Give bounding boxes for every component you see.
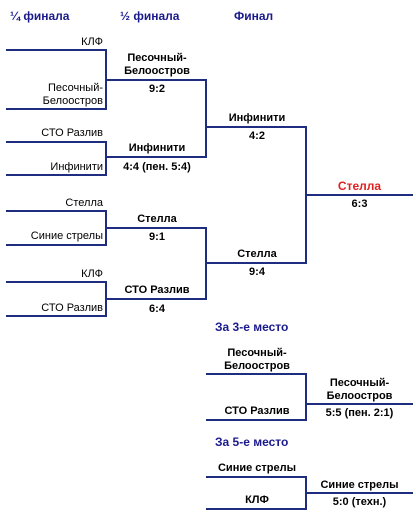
third-team2: СТО Разлив (224, 405, 290, 417)
qf2-team2: Инфинити (50, 161, 103, 173)
third-score: 5:5 (пен. 2:1) (325, 407, 394, 419)
qf3-team1: Стелла (65, 197, 103, 209)
sf4-score: 6:4 (149, 303, 165, 315)
third-line-top (206, 373, 306, 375)
header-semifinal: ½ финала (120, 9, 180, 23)
sf4-line (105, 298, 207, 300)
qf2-connector (105, 141, 107, 176)
qf4-team2: СТО Разлив (41, 302, 103, 314)
champion-name: Стелла (337, 179, 382, 193)
sf3-score: 9:1 (149, 231, 165, 243)
qf3-line-top (6, 210, 106, 212)
sf-top-connector (205, 79, 207, 158)
qf1-team2-line1: Песочный- (47, 82, 103, 94)
sf3-winner: Стелла (137, 213, 177, 225)
qf1-line-top (6, 49, 106, 51)
sf1-winner-line2: Белоостров (124, 65, 190, 77)
final2-line (205, 262, 307, 264)
sf2-line (105, 156, 207, 158)
qf4-line-bottom (6, 315, 106, 317)
sf2-winner: Инфинити (128, 142, 186, 154)
sf1-score: 9:2 (149, 83, 165, 95)
fifth-place-title: За 5-е место (215, 435, 289, 449)
fifth-score: 5:0 (техн.) (332, 496, 387, 508)
champion-score: 6:3 (351, 198, 368, 210)
qf3-team2: Синие стрелы (30, 230, 103, 242)
fifth-winner-line (305, 492, 413, 494)
final2-score: 9:4 (249, 266, 265, 278)
qf3-line-bottom (6, 244, 106, 246)
third-winner-line1: Песочный- (329, 377, 390, 389)
qf1-line-bottom (6, 108, 106, 110)
fifth-team1: Синие стрелы (217, 462, 296, 474)
fifth-winner: Синие стрелы (320, 479, 399, 491)
final1-score: 4:2 (249, 130, 265, 142)
sf2-score: 4:4 (пен. 5:4) (123, 161, 191, 173)
qf1-team2-line2: Белоостров (42, 95, 103, 107)
header-quarterfinal: ¼ финала (10, 9, 70, 23)
sf1-line (105, 79, 207, 81)
final1-line (205, 126, 307, 128)
sf1-winner-line1: Песочный- (127, 52, 187, 64)
third-team1-line1: Песочный- (227, 347, 287, 359)
fifth-team2: КЛФ (245, 494, 269, 506)
qf2-line-bottom (6, 174, 106, 176)
third-place-title: За 3-е место (215, 320, 289, 334)
third-team1-line2: Белоостров (224, 360, 290, 372)
sf4-winner: СТО Разлив (124, 284, 190, 296)
third-connector (305, 373, 307, 421)
champion-line (305, 194, 413, 196)
fifth-line-top (206, 476, 306, 478)
sf3-line (105, 227, 207, 229)
final1-winner: Инфинити (228, 112, 286, 124)
third-line-bottom (206, 419, 306, 421)
qf2-line-top (6, 141, 106, 143)
fifth-line-bottom (206, 508, 306, 510)
header-final: Финал (234, 9, 274, 23)
qf4-line-top (6, 281, 106, 283)
qf1-team1: КЛФ (81, 36, 103, 48)
final2-winner: Стелла (237, 248, 277, 260)
third-winner-line2: Белоостров (326, 390, 393, 402)
qf4-team1: КЛФ (81, 268, 103, 280)
third-winner-line (305, 403, 413, 405)
qf2-team1: СТО Разлив (41, 127, 103, 139)
